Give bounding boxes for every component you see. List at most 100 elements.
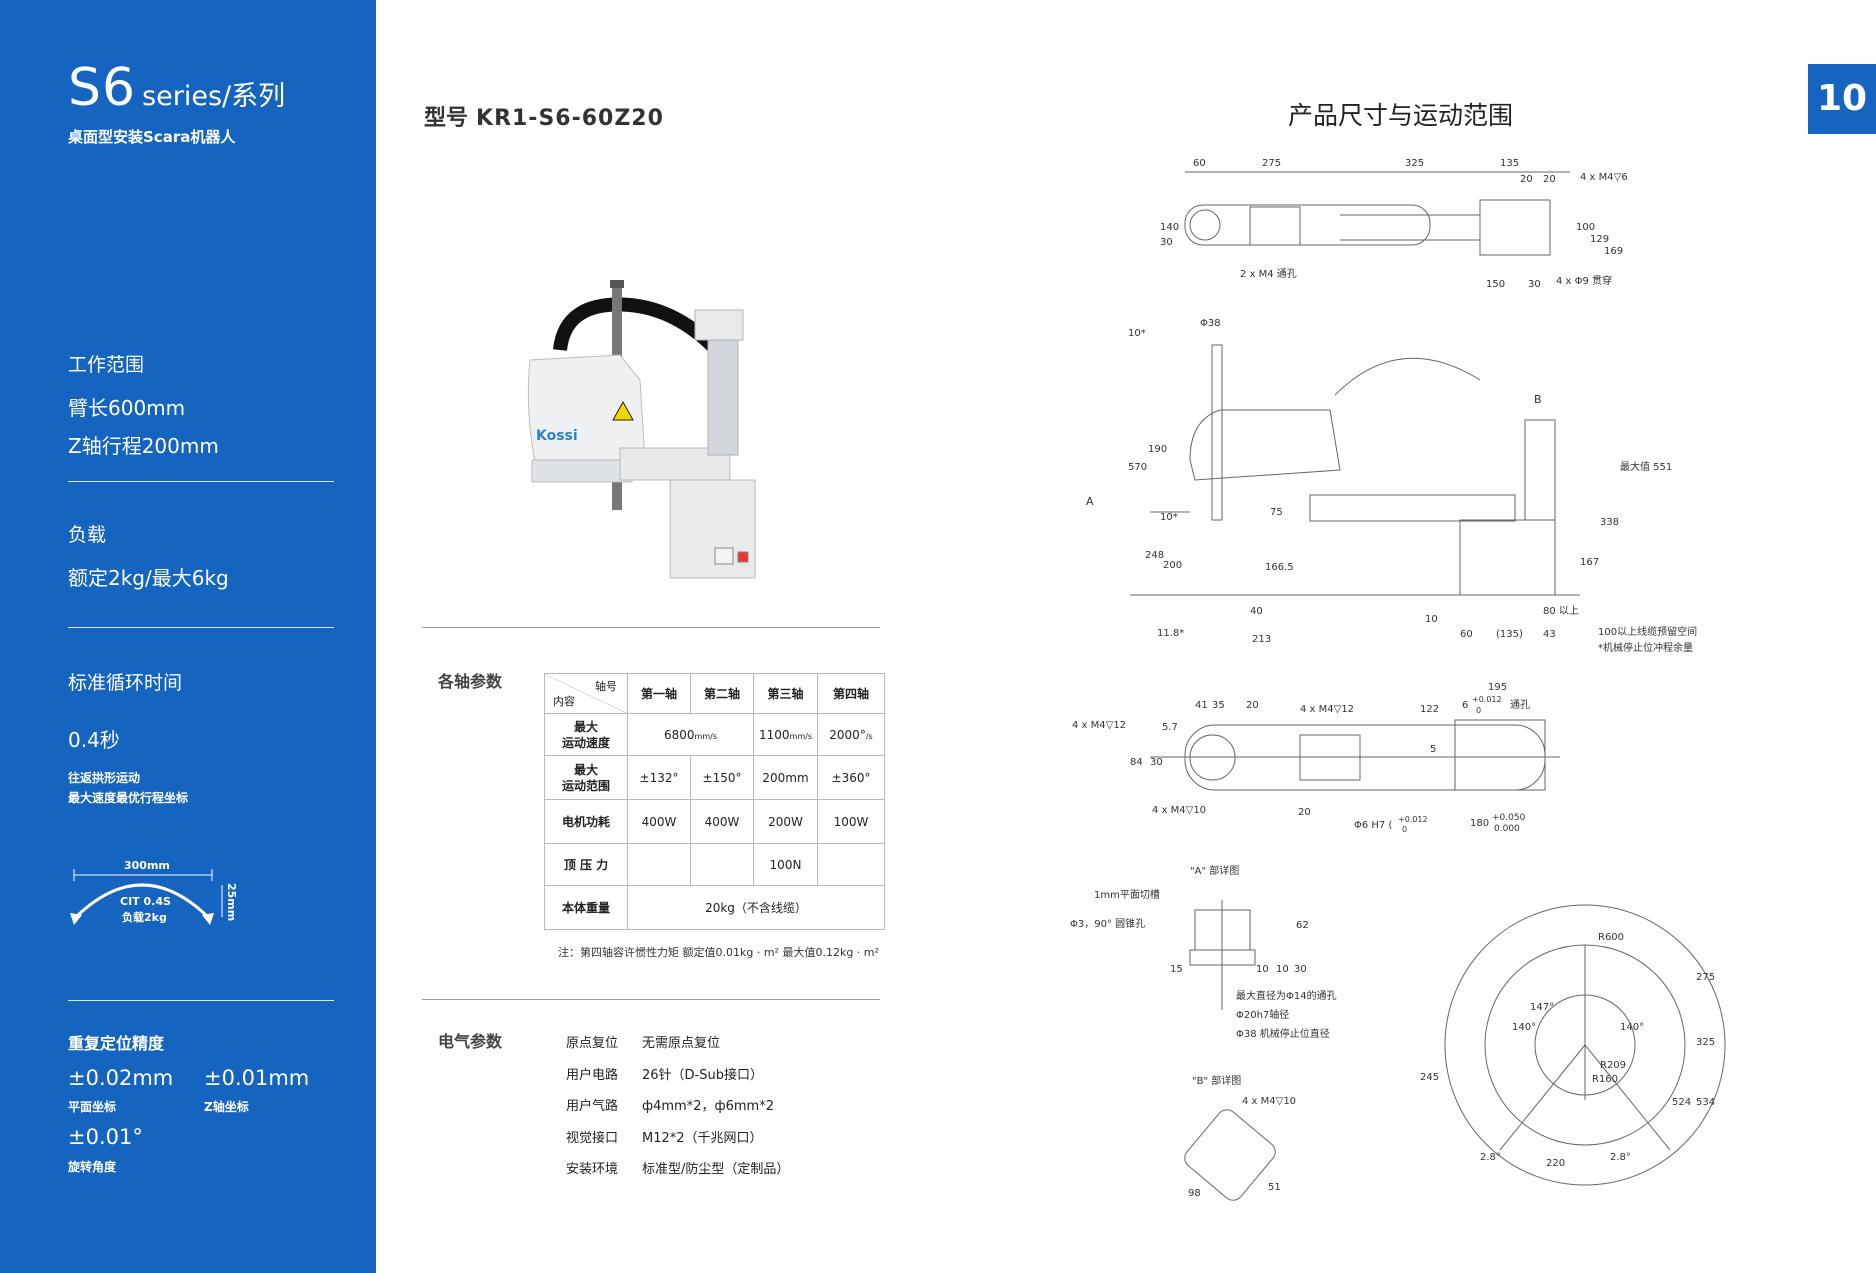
dim-label: 10* <box>1160 512 1178 523</box>
dim-label: 524 <box>1672 1097 1691 1108</box>
series-subtitle: 桌面型安装Scara机器人 <box>68 128 236 146</box>
dim-label: 2.8° <box>1610 1152 1631 1163</box>
dim-label: 150 <box>1486 279 1505 290</box>
dim-label: 10 <box>1425 614 1438 625</box>
dim-label: Φ20h7轴径 <box>1236 1008 1289 1021</box>
dim-label: Φ38 机械停止位直径 <box>1236 1027 1330 1040</box>
precision-plane-value: ±0.02mm <box>68 1066 174 1090</box>
range-axis-1: ±132° <box>627 755 691 800</box>
divider <box>68 481 334 482</box>
dim-label: 129 <box>1590 234 1609 245</box>
z-stroke: Z轴行程200mm <box>68 434 219 458</box>
dim-label: 20 <box>1298 807 1311 818</box>
precision-z-caption: Z轴坐标 <box>204 1100 249 1114</box>
speed-axis-12-unit: mm/s <box>694 731 717 741</box>
row-speed-label-2: 运动速度 <box>561 735 610 750</box>
row-weight-label: 本体重量 <box>544 885 628 930</box>
push-axis-1 <box>627 843 691 886</box>
elec-val-env: 标准型/防尘型（定制品） <box>642 1162 790 1177</box>
dim-label: 4 x M4▽6 <box>1580 172 1628 183</box>
dim-label: 140° <box>1620 1022 1644 1033</box>
dim-label: 60 <box>1193 158 1206 169</box>
dim-label: 通孔 <box>1510 699 1530 711</box>
dim-label: 51 <box>1268 1182 1281 1193</box>
dim-label: 6 <box>1462 700 1468 711</box>
speed-axis-4-unit: /s <box>865 731 873 741</box>
dim-label: 80 以上 <box>1543 605 1579 617</box>
dim-label: 135 <box>1500 158 1519 169</box>
dimension-drawings: 60 275 325 135 20 20 4 x M4▽6 140 30 2 x… <box>1070 158 1726 1201</box>
dim-label: +0.050 <box>1492 813 1526 823</box>
robot-brand-logo: Kossi <box>536 428 578 444</box>
row-range-label-1: 最大 <box>573 762 598 777</box>
header-content: 内容 <box>553 695 575 708</box>
axis-params-table: 轴号 内容 第一轴 第二轴 第三轴 第四轴 最大运动速度 6800mm/s 11… <box>544 673 885 930</box>
precision-plane-caption: 平面坐标 <box>68 1100 117 1114</box>
dimensions-title: 产品尺寸与运动范围 <box>1288 101 1514 130</box>
dim-label: 100 <box>1576 222 1595 233</box>
dim-label: 75 <box>1270 507 1283 518</box>
speed-axis-3-unit: mm/s <box>789 731 812 741</box>
table-corner-header: 轴号 内容 <box>544 673 628 714</box>
electrical-keys: 原点复位 用户电路 用户气路 视觉接口 安装环境 <box>566 1028 618 1186</box>
dim-label: 325 <box>1405 158 1424 169</box>
dim-label: Φ6 H7 ( <box>1354 820 1392 831</box>
dim-label: 275 <box>1262 158 1281 169</box>
dim-label: 30 <box>1150 757 1163 768</box>
divider <box>68 627 334 628</box>
dim-label: 84 <box>1130 757 1143 768</box>
dim-label: 275 <box>1696 972 1715 983</box>
precision-rot-caption: 旋转角度 <box>68 1160 117 1174</box>
dim-label: 169 <box>1604 246 1623 257</box>
dim-label: 4 x Φ9 贯穿 <box>1556 274 1612 287</box>
dim-label: 200 <box>1163 560 1182 571</box>
dim-label: Φ3，90° 圆锥孔 <box>1070 918 1145 930</box>
divider <box>68 1000 334 1001</box>
cycle-arch-diagram: 300mm CIT 0.4S 负载2kg 25mm <box>70 859 238 925</box>
speed-axis-12-value: 6800 <box>664 727 695 742</box>
dim-label: 最大值 551 <box>1620 460 1672 473</box>
power-axis-2: 400W <box>690 799 754 844</box>
header-axis: 轴号 <box>595 680 617 693</box>
dim-label: 30 <box>1160 237 1173 248</box>
dim-label: 0.000 <box>1494 824 1520 834</box>
dim-label: "A" 部详图 <box>1190 864 1239 877</box>
dim-label: R209 <box>1600 1060 1626 1071</box>
divider <box>422 627 880 628</box>
electrical-title: 电气参数 <box>438 1032 503 1051</box>
dim-label: R600 <box>1598 932 1624 943</box>
col-axis-2: 第二轴 <box>690 673 754 714</box>
precision-label: 重复定位精度 <box>68 1034 165 1053</box>
dim-label: 43 <box>1543 629 1556 640</box>
dim-label: 20 <box>1246 700 1259 711</box>
dim-label: "B" 部详图 <box>1192 1074 1241 1087</box>
cycle-label: 标准循环时间 <box>68 672 183 694</box>
speed-axis-3: 1100mm/s <box>753 713 818 756</box>
dim-label: +0.012 <box>1398 815 1428 824</box>
dim-label: 338 <box>1600 517 1619 528</box>
dim-label: 534 <box>1696 1097 1715 1108</box>
cycle-note-2: 最大速度最优行程坐标 <box>68 791 189 805</box>
dim-label: 167 <box>1580 557 1599 568</box>
dim-label: 195 <box>1488 682 1507 693</box>
dim-label: B <box>1534 393 1542 406</box>
payload-label: 负载 <box>68 524 107 546</box>
push-axis-4 <box>817 843 885 886</box>
push-axis-2 <box>690 843 754 886</box>
robot-image: Kossi <box>527 280 756 579</box>
model-prefix: 型号 <box>424 106 469 131</box>
dim-label: 140° <box>1512 1022 1536 1033</box>
row-range-label: 最大运动范围 <box>544 755 628 800</box>
dim-label: 166.5 <box>1265 562 1294 573</box>
power-axis-1: 400W <box>627 799 691 844</box>
dim-label: 220 <box>1546 1158 1565 1169</box>
range-axis-4: ±360° <box>817 755 885 800</box>
dim-label: 325 <box>1696 1037 1715 1048</box>
elec-key-vision: 视觉接口 <box>566 1130 619 1146</box>
elec-val-home: 无需原点复位 <box>642 1036 721 1051</box>
dim-label: Φ38 <box>1200 318 1221 329</box>
dim-label: 11.8* <box>1157 628 1184 639</box>
row-speed-label-1: 最大 <box>573 719 598 734</box>
